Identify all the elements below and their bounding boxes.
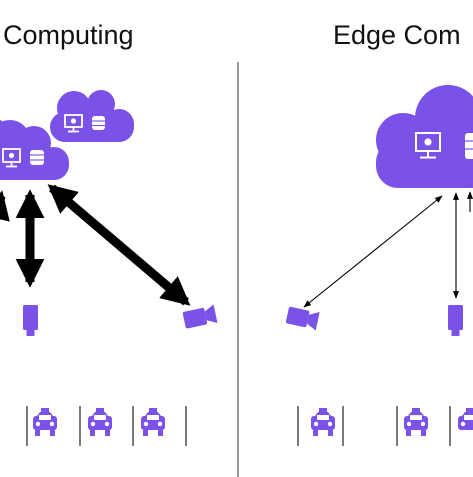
database-icon [30, 150, 44, 165]
bidirectional-arrow [0, 190, 10, 222]
bidirectional-arrow [47, 184, 191, 306]
car-icon [141, 408, 165, 436]
bidirectional-arrow [303, 195, 443, 308]
car-icon [458, 408, 473, 430]
monitor-gear-icon [2, 148, 21, 168]
edge-computing-title: Edge Com [333, 20, 461, 50]
car-icon [311, 408, 335, 436]
monitor-gear-icon [415, 132, 441, 159]
monitor-gear-icon [64, 114, 83, 133]
database-icon [465, 133, 473, 159]
sensor-device-icon [448, 305, 463, 336]
database-icon [92, 116, 105, 130]
sensor-device-icon [23, 305, 38, 336]
cloud-icon [376, 85, 473, 188]
car-icon [404, 408, 428, 436]
car-icon [88, 408, 112, 436]
camera-icon [182, 304, 218, 329]
cloud-icon [50, 90, 134, 142]
car-icon [33, 408, 57, 436]
camera-icon [285, 306, 320, 331]
cloud-computing-title: Computing [3, 20, 134, 50]
